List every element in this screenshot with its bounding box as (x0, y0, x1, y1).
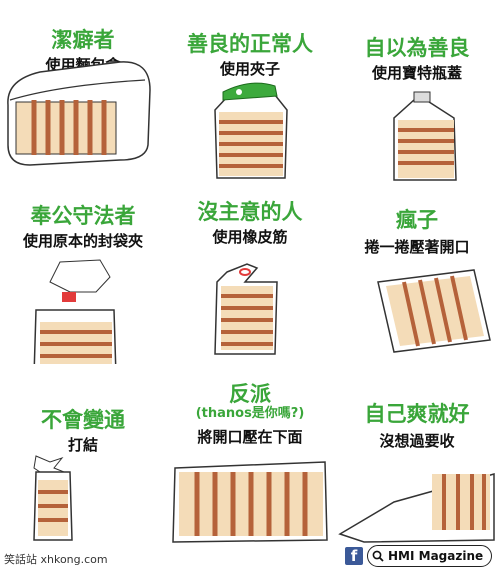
panel-subtitle: 打結 (67, 436, 98, 454)
panel-subtitle: 捲一捲壓著開口 (364, 238, 470, 256)
panel-subtitle: 使用寶特瓶蓋 (371, 64, 462, 82)
bread-box-illustration (7, 61, 151, 166)
knot-illustration (33, 455, 73, 541)
brand-search-box: HMI Magazine (367, 545, 493, 567)
panel-title: 不會變通 (41, 408, 125, 432)
panel-original-tie: 奉公守法者 使用原本的封袋夾 (0, 182, 166, 364)
villain-illustration (172, 461, 328, 543)
brand-name: HMI Magazine (388, 549, 484, 563)
panel-clip: 善良的正常人 使用夾子 (167, 0, 333, 182)
panel-bottle-cap: 自以為善良 使用寶特瓶蓋 (334, 0, 500, 182)
panel-title-note: (thanos是你嗎?) (195, 406, 305, 421)
panel-rubber-band: 沒主意的人 使用橡皮筋 (167, 182, 333, 364)
panel-title: 奉公守法者 (30, 204, 136, 228)
open-bag-illustration (338, 473, 495, 543)
panel-subtitle: 沒想過要收 (379, 432, 455, 450)
search-icon (372, 550, 384, 562)
panel-title: 自己爽就好 (364, 402, 470, 426)
panel-subtitle: 將開口壓在下面 (197, 428, 303, 446)
panel-rolled: 瘋子 捲一捲壓著開口 (334, 182, 500, 364)
bottle-cap-illustration (393, 91, 457, 181)
site-watermark: 笑話站 xhkong.com (4, 553, 108, 566)
panel-knot: 不會變通 打結 (0, 364, 166, 546)
panel-open-bag: 自己爽就好 沒想過要收 (334, 364, 500, 546)
panel-subtitle: 使用橡皮筋 (212, 228, 288, 246)
panel-subtitle: 使用原本的封袋夾 (22, 232, 143, 250)
brand-badge: f HMI Magazine (345, 545, 493, 567)
rubber-band-illustration (214, 263, 278, 355)
panel-title: 反派 (229, 382, 271, 406)
facebook-icon: f (345, 547, 363, 565)
original-tie-illustration (33, 259, 117, 364)
panel-bread-box: 潔癖者 使用麵包盒 (0, 0, 166, 182)
rolled-bag-illustration (377, 269, 491, 353)
panel-title: 瘋子 (396, 208, 438, 232)
panel-title: 潔癖者 (51, 28, 115, 52)
panel-title: 沒主意的人 (197, 200, 303, 224)
panel-title: 自以為善良 (364, 36, 470, 60)
panel-title: 善良的正常人 (187, 32, 313, 56)
panel-subtitle: 使用夾子 (219, 60, 280, 78)
panel-villain: 反派 (thanos是你嗎?) 將開口壓在下面 (167, 364, 333, 546)
clip-bag-illustration (214, 82, 288, 179)
